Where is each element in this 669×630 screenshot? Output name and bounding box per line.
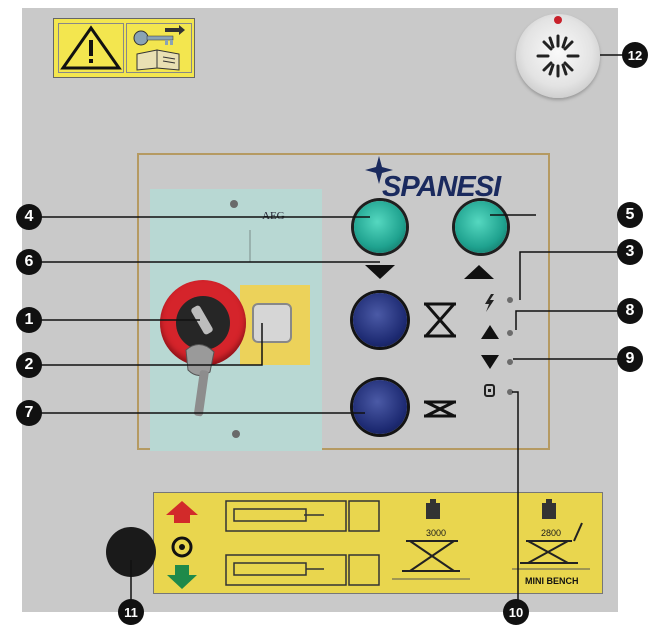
down-arrow-icon [365, 265, 395, 279]
callout-badge-4: 4 [16, 204, 42, 230]
callout-badge-6: 6 [16, 249, 42, 275]
lock-bar-down-icon [225, 554, 380, 586]
warning-icon [58, 23, 124, 73]
manual-icon [136, 49, 180, 71]
up-indicator-led [507, 330, 513, 336]
green-button-right[interactable] [455, 201, 507, 253]
rotate-icon [171, 536, 193, 558]
green-button-left[interactable] [354, 201, 406, 253]
load-capacity-left: 3000 [426, 528, 447, 538]
load-capacity-right: 2800 [541, 528, 562, 538]
callout-badge-9: 9 [617, 346, 643, 372]
down-arrow-icon [167, 565, 197, 589]
callout-badge-11: 11 [118, 599, 144, 625]
callout-badge-3: 3 [617, 239, 643, 265]
key-icon [133, 25, 185, 46]
down-indicator-led [507, 359, 513, 365]
weight-icon [542, 499, 556, 519]
callout-badge-12: 12 [622, 42, 648, 68]
lock-bar-up-icon [225, 500, 380, 532]
brand-logo: SPANESI [382, 171, 501, 203]
lower-button[interactable] [353, 293, 407, 347]
power-indicator-led [507, 297, 513, 303]
callout-badge-8: 8 [617, 298, 643, 324]
rotary-knob[interactable] [106, 527, 156, 577]
warning-label [53, 18, 195, 78]
callout-badge-2: 2 [16, 352, 42, 378]
key-and-manual-icon [126, 23, 192, 73]
switch-brand-label: AEG [262, 210, 285, 222]
callout-badge-5: 5 [617, 202, 643, 228]
lift-scissor-icon [402, 540, 460, 572]
callout-badge-7: 7 [16, 400, 42, 426]
control-frame [137, 153, 550, 450]
raise-button[interactable] [353, 380, 407, 434]
up-arrow-icon [464, 265, 494, 279]
lift-scissor-icon [520, 522, 583, 564]
callout-badge-1: 1 [16, 307, 42, 333]
callout-badge-10: 10 [503, 599, 529, 625]
emergency-stop-key-lock[interactable] [176, 296, 230, 350]
weight-icon [426, 499, 440, 519]
siren-buzzer [516, 14, 600, 98]
mini-bench-label: MINI BENCH [525, 576, 579, 586]
lock-indicator-led [507, 389, 513, 395]
up-arrow-icon [166, 501, 198, 523]
key-selector-switch[interactable] [252, 303, 292, 343]
